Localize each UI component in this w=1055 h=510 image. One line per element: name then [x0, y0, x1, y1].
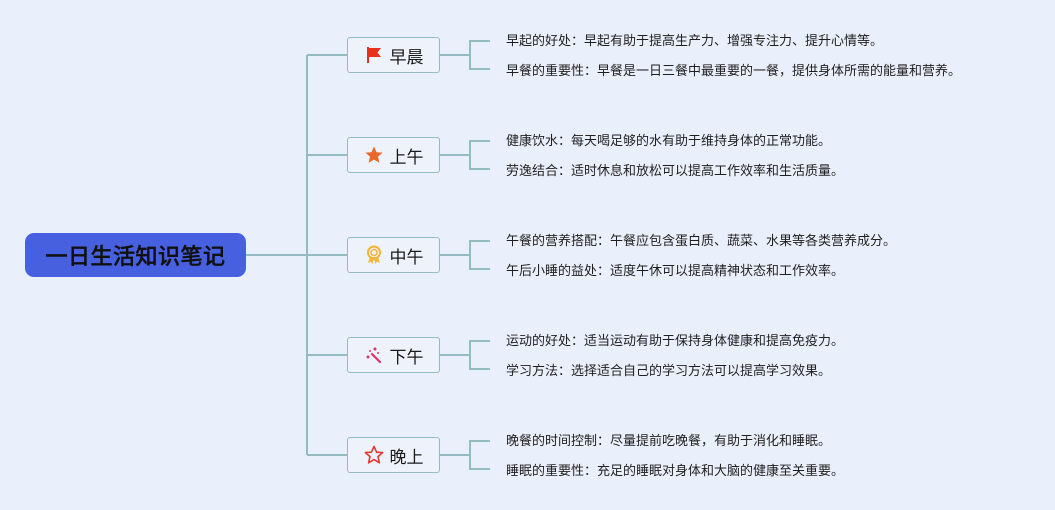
leaf-note[interactable]: 运动的好处：适当运动有助于保持身体健康和提高免疫力。: [506, 334, 845, 349]
leaf-bracket-connector: [469, 140, 490, 170]
leaf-note[interactable]: 健康饮水：每天喝足够的水有助于维持身体的正常功能。: [506, 134, 832, 149]
root-title: 一日生活知识笔记: [45, 245, 226, 270]
leaf-bracket-connector: [469, 440, 490, 470]
branch-node-afternoon[interactable]: 下午: [347, 337, 440, 373]
star-filled-icon: [364, 145, 384, 165]
leaf-note[interactable]: 早起的好处：早起有助于提高生产力、增强专注力、提升心情等。: [506, 34, 884, 49]
leaf-bracket-connector: [469, 240, 490, 270]
branch-node-noon[interactable]: 中午: [347, 237, 440, 273]
leaf-bracket-connector: [469, 40, 490, 70]
branch-node-morning[interactable]: 早晨: [347, 37, 440, 73]
branch-label: 晚上: [389, 447, 424, 468]
leaf-note[interactable]: 睡眠的重要性：充足的睡眠对身体和大脑的健康至关重要。: [506, 464, 845, 479]
branch-node-forenoon[interactable]: 上午: [347, 137, 440, 173]
leaf-note[interactable]: 午后小睡的益处：适度午休可以提高精神状态和工作效率。: [506, 264, 845, 279]
magic-wand-icon: [364, 345, 384, 365]
star-outline-icon: [364, 445, 384, 465]
branch-label: 中午: [389, 247, 424, 268]
leaf-note[interactable]: 午餐的营养搭配：午餐应包含蛋白质、蔬菜、水果等各类营养成分。: [506, 234, 897, 249]
leaf-bracket-connector: [469, 340, 490, 370]
root-node[interactable]: 一日生活知识笔记: [25, 233, 246, 277]
leaf-note[interactable]: 劳逸结合：适时休息和放松可以提高工作效率和生活质量。: [506, 164, 845, 179]
branch-label: 早晨: [389, 47, 424, 68]
branch-label: 上午: [389, 147, 424, 168]
branch-label: 下午: [389, 347, 424, 368]
leaf-note[interactable]: 学习方法：选择适合自己的学习方法可以提高学习效果。: [506, 364, 832, 379]
leaf-note[interactable]: 晚餐的时间控制：尽量提前吃晚餐，有助于消化和睡眠。: [506, 434, 832, 449]
branch-node-evening[interactable]: 晚上: [347, 437, 440, 473]
flag-icon: [364, 45, 384, 65]
leaf-note[interactable]: 早餐的重要性：早餐是一日三餐中最重要的一餐，提供身体所需的能量和营养。: [506, 64, 962, 79]
award-ribbon-icon: [364, 245, 384, 265]
